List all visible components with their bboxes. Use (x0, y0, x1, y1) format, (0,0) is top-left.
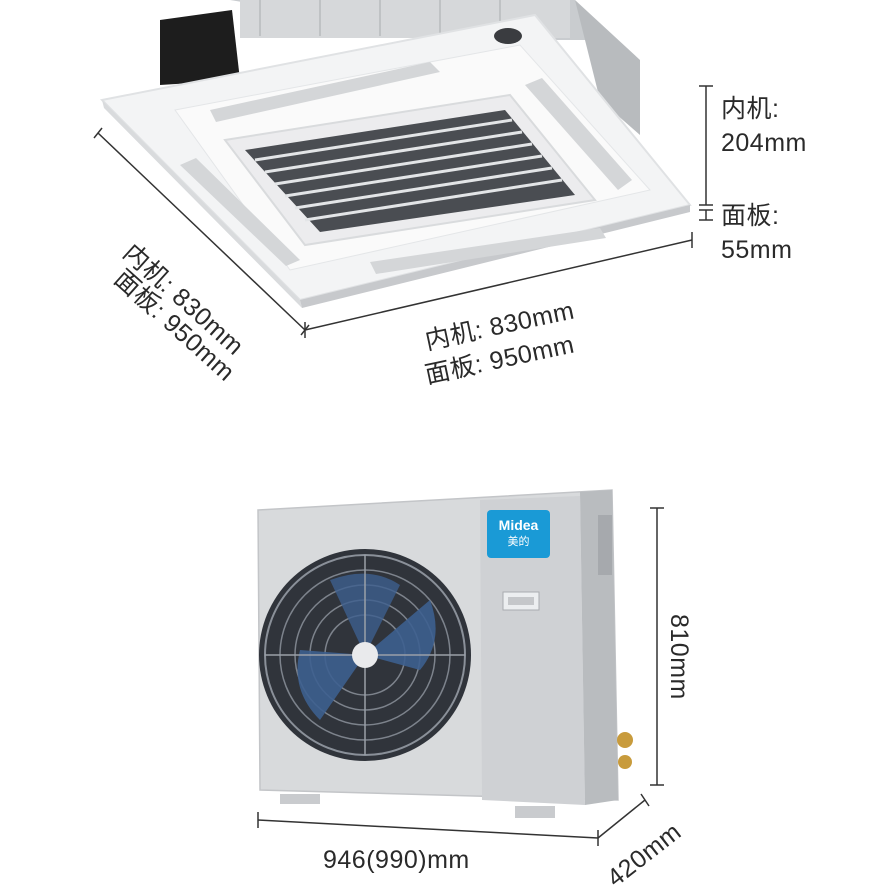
outdoor-dimension-lines (257, 507, 664, 846)
indoor-height-panel-value: 55mm (721, 236, 793, 264)
midea-logo-badge: Midea 美的 (487, 510, 550, 558)
midea-logo-cn: 美的 (507, 536, 530, 548)
indoor-height-unit-label: 内机: (721, 95, 780, 123)
indoor-height-unit-value: 204mm (721, 129, 807, 157)
midea-logo-text: Midea (498, 517, 539, 533)
indoor-unit-panel (99, 13, 692, 308)
indoor-dimension-lines (93, 85, 713, 338)
outdoor-width-dimension: 946(990)mm (323, 846, 470, 874)
fan-grille (259, 549, 471, 761)
indoor-height-panel-label: 面板: (721, 202, 780, 230)
outdoor-height-dimension: 810mm (665, 614, 693, 700)
